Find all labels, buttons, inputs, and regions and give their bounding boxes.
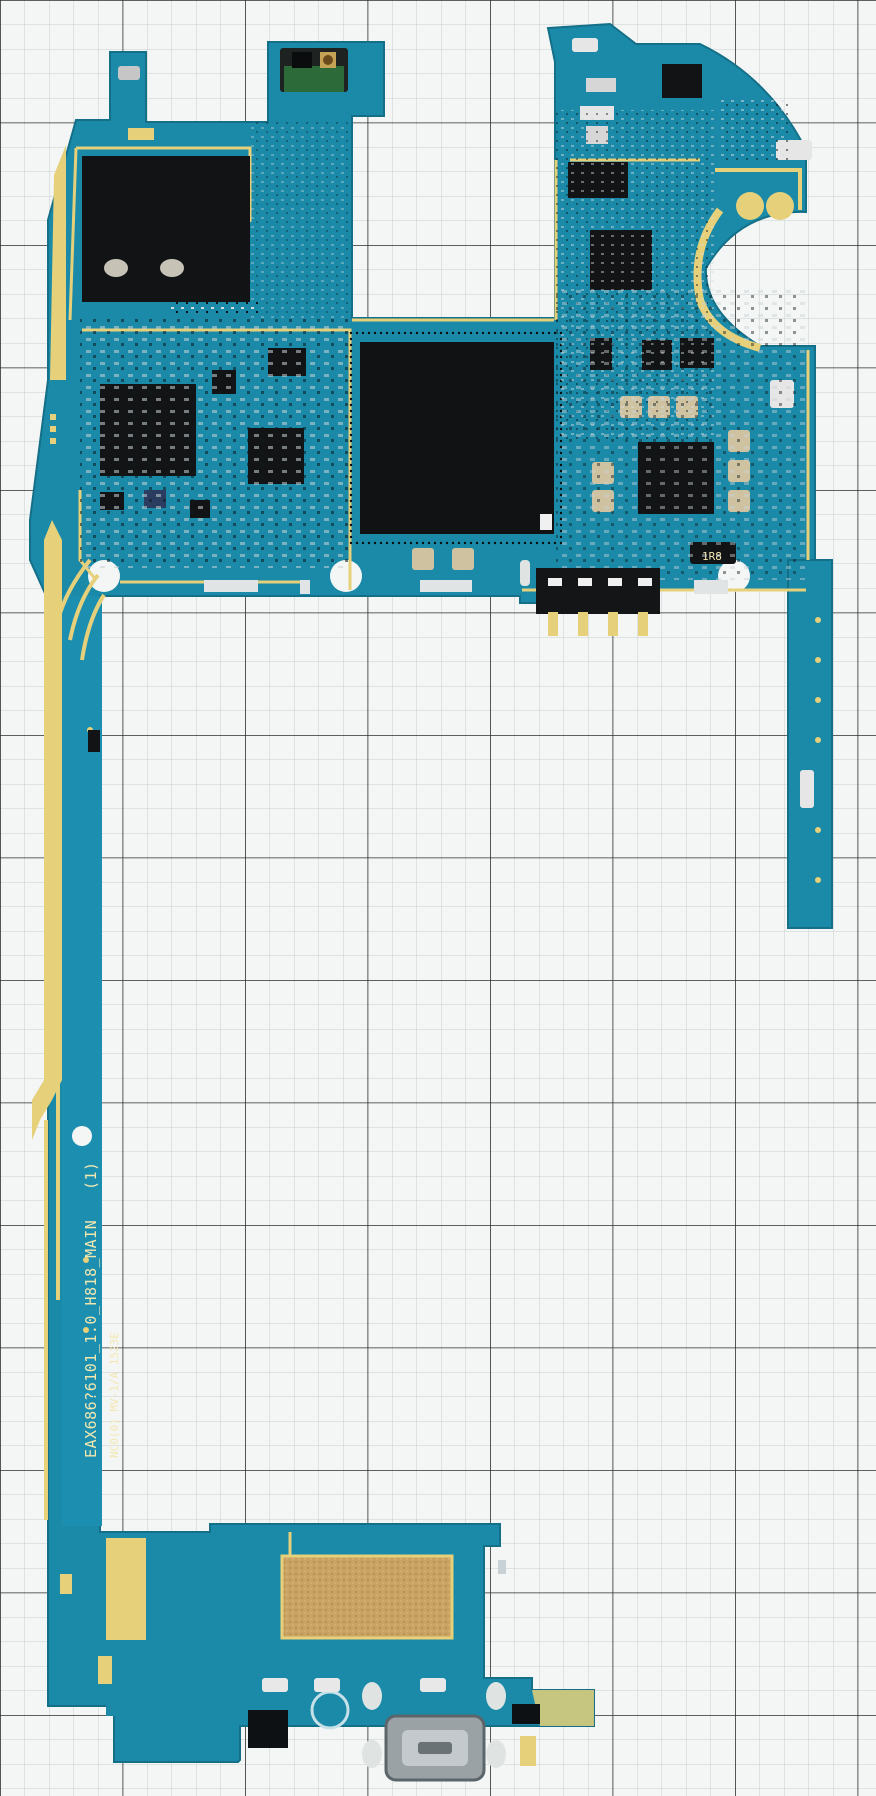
- board-revision-text: (1): [82, 1161, 100, 1190]
- gold-edge-left: [32, 520, 62, 1140]
- copper-shield-pad: [280, 1554, 454, 1640]
- gold-contact-pad: [106, 1538, 146, 1644]
- board-silkscreen-text: EAX686?6101_1.0_H818_MAIN (1) NC0(0) MV-…: [82, 1161, 121, 1458]
- shielded-chip: [82, 156, 250, 302]
- board-code-text: NC0(0) MV-1/A 1523E: [108, 1332, 121, 1458]
- mic-component: [248, 1710, 288, 1748]
- top-components: 1R8: [50, 38, 821, 1333]
- processor-chip: [360, 342, 554, 534]
- board-model-text: EAX686?6101_1.0_H818_MAIN: [82, 1220, 100, 1458]
- battery-connector: [536, 568, 660, 614]
- bottom-board: [60, 1554, 594, 1782]
- board-notch: [72, 1126, 92, 1146]
